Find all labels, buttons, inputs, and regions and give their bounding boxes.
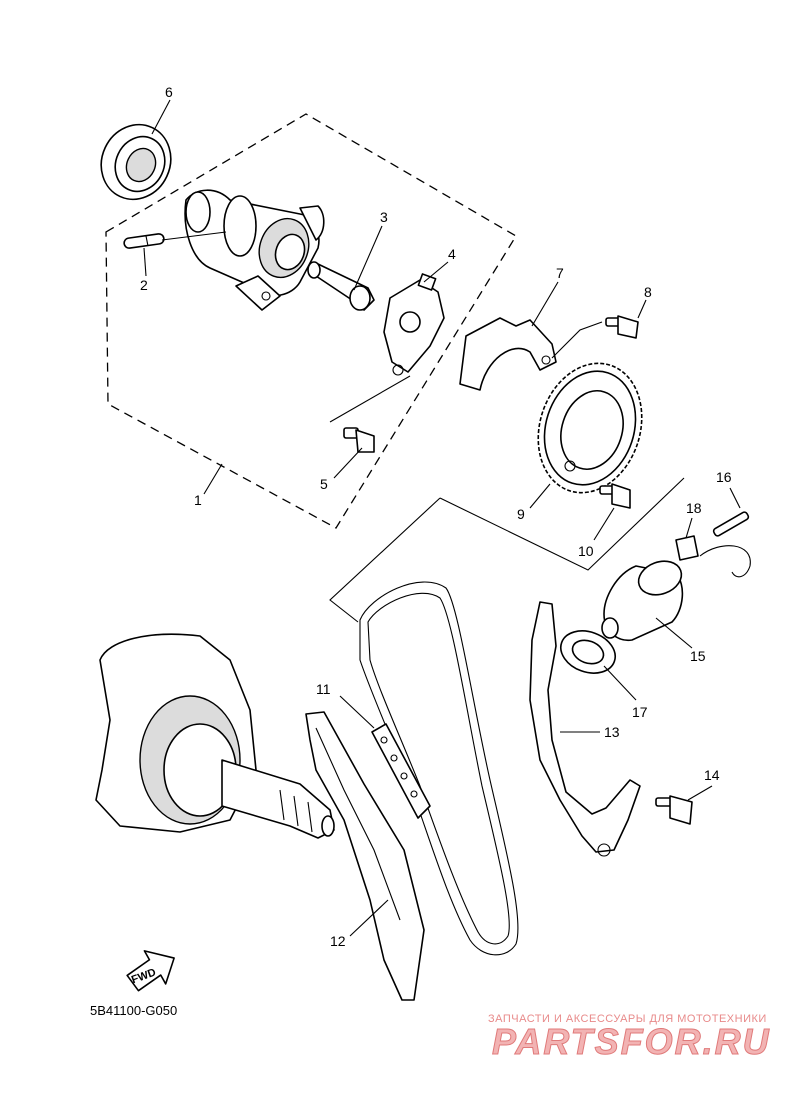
leader-10 [593,507,615,541]
camshaft-assembly-boundary [105,113,517,529]
cam-sprocket-part-9 [537,362,643,494]
leader-6 [151,99,171,135]
leader-8b [551,321,603,359]
callout-6: 6 [165,84,173,100]
callout-10: 10 [578,543,594,559]
callout-7: 7 [556,265,564,281]
leader-17 [603,665,637,701]
callout-5: 5 [320,476,328,492]
tensioner-part-15 [601,560,684,641]
leader-18 [685,517,693,539]
callout-14: 14 [704,767,720,783]
leader-8 [637,299,647,319]
bolt-part-5 [343,427,375,453]
leader-3 [353,225,383,291]
bolt-part-8 [605,315,639,339]
decompression-shaft-part-3 [307,261,375,311]
clip-part-18 [675,535,699,561]
callout-17: 17 [632,704,648,720]
crankshaft [95,633,335,839]
chain-guide-part-12 [305,711,425,1001]
diagram-code: 5B41100-G050 [90,1003,177,1018]
fwd-arrow-icon [126,950,175,992]
leader-9 [529,483,551,509]
leader-2b [161,231,227,241]
bolt-part-10 [599,483,631,509]
callout-13: 13 [604,724,620,740]
leader-1 [203,463,223,495]
leader-5b [329,375,411,423]
chain-damper-part-11 [371,723,431,819]
callout-16: 16 [716,469,732,485]
callout-1: 1 [194,492,202,508]
leader-11 [339,695,375,729]
callout-18: 18 [686,500,702,516]
pin-part-2 [123,233,165,249]
leader-4 [423,261,449,283]
gasket-part-17 [560,630,616,674]
callout-2: 2 [140,277,148,293]
leader-2 [143,247,147,277]
leader-12 [349,899,389,937]
callout-11: 11 [316,681,331,697]
callout-15: 15 [690,648,706,664]
assembly-plane-outline [329,477,685,623]
callout-9: 9 [517,506,525,522]
callout-8: 8 [644,284,652,300]
leader-5 [333,447,363,479]
callout-12: 12 [330,933,346,949]
callout-3: 3 [380,209,388,225]
leader-16 [729,487,741,509]
chain-guide-plate-part-7 [459,317,557,391]
decompression-lever-part-4 [383,273,445,376]
bolt-part-16 [699,511,751,578]
bearing-part-6 [100,123,172,201]
bolt-part-14 [655,795,693,825]
callout-4: 4 [448,246,456,262]
leader-7 [531,281,559,327]
camshaft-part-1 [184,189,325,311]
leader-14 [687,785,713,801]
leader-15 [655,617,693,649]
tensioner-guide-part-13 [529,601,641,857]
watermark-tagline: ЗАПЧАСТИ И АКСЕССУАРЫ ДЛЯ МОТОТЕХНИКИ [488,1013,767,1025]
watermark-brand: PARTSFOR.RU [492,1021,771,1062]
